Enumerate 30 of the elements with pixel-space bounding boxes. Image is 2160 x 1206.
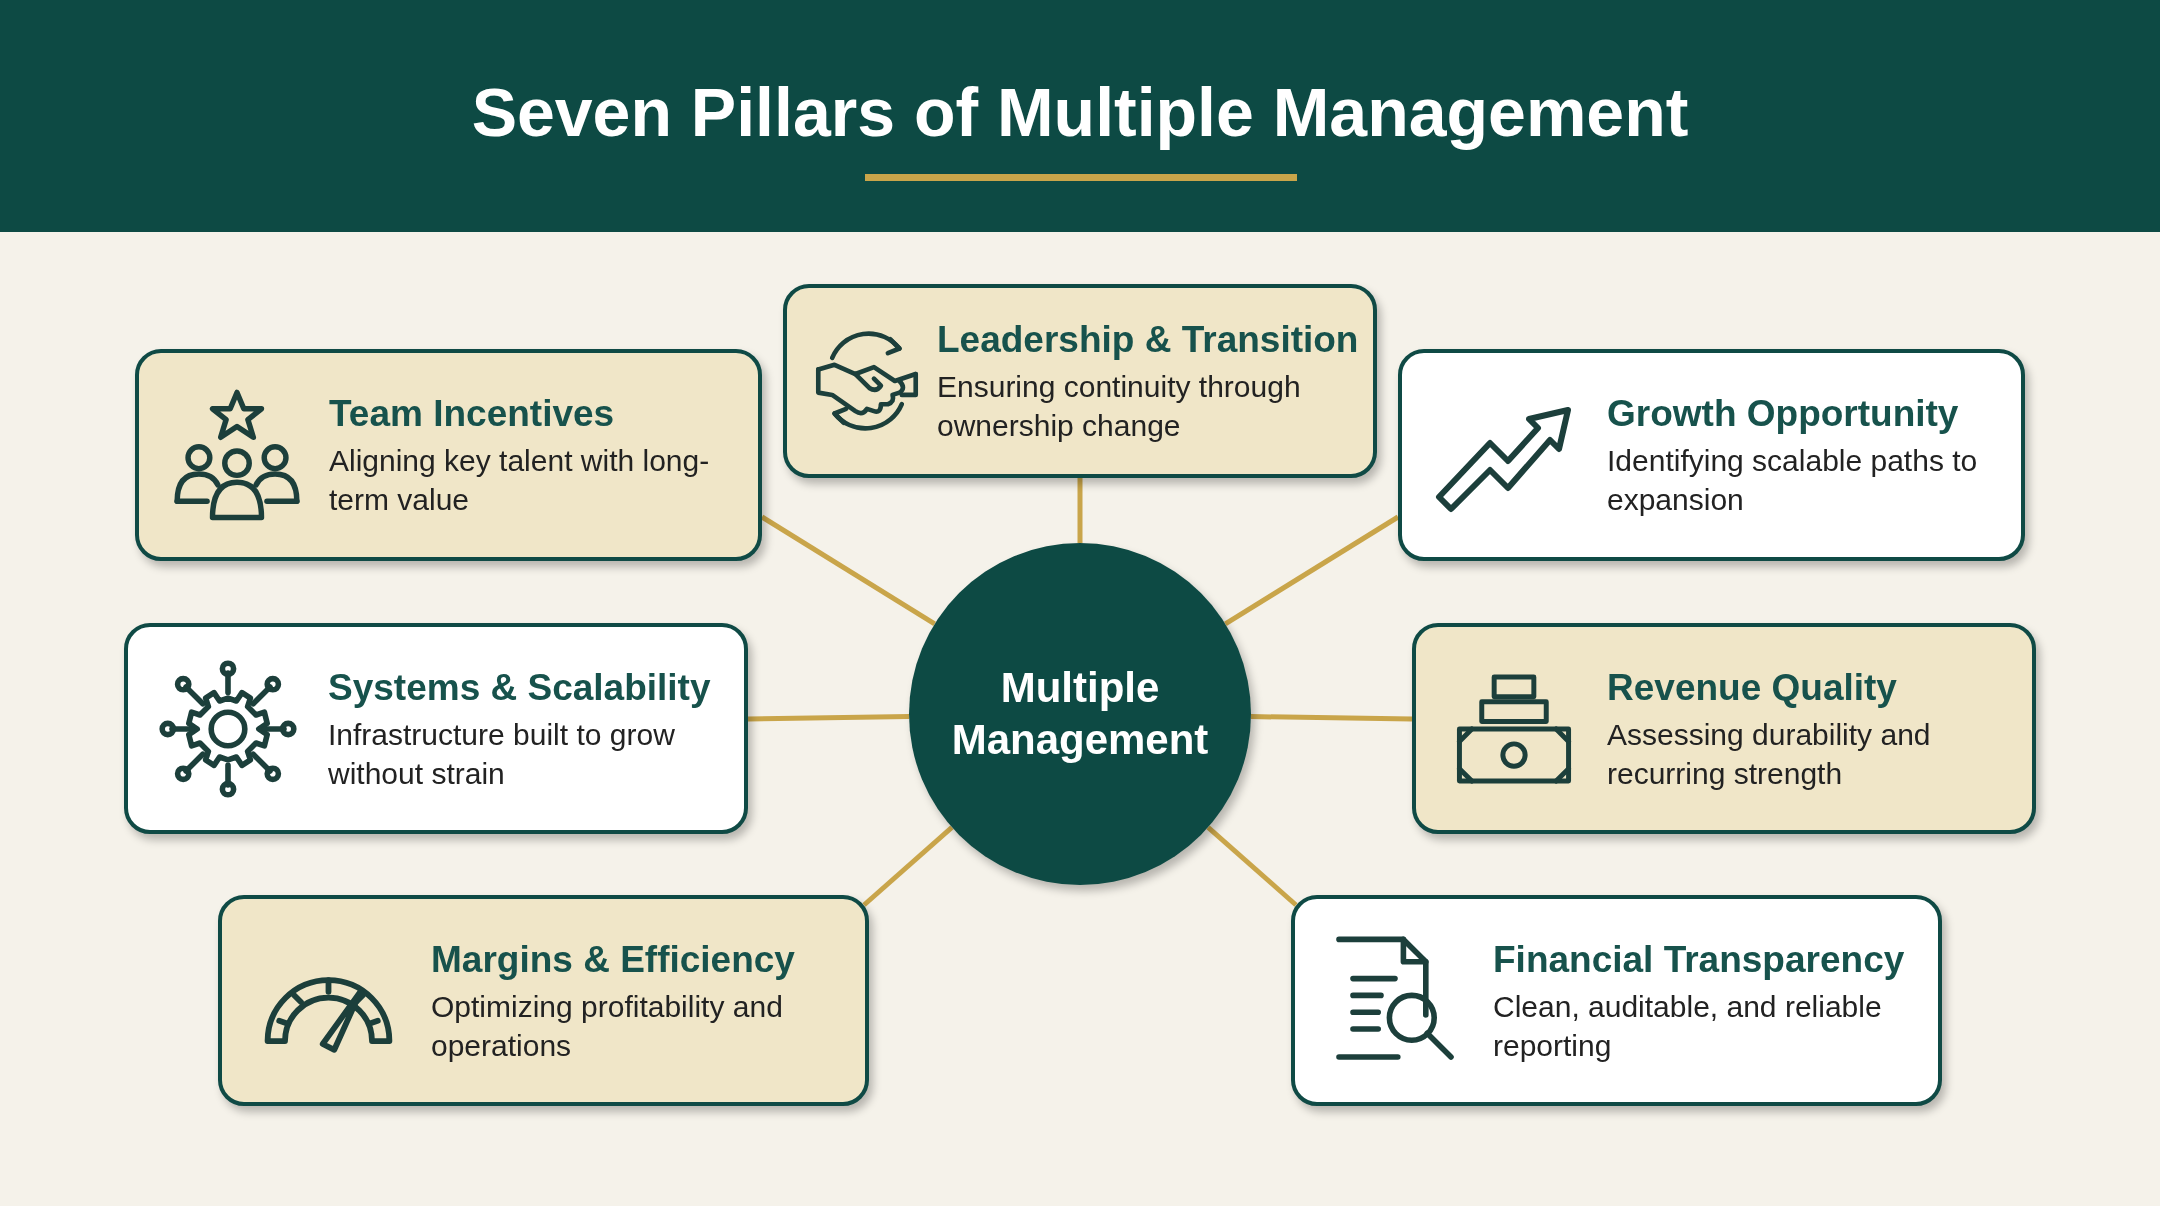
pillar-card (1291, 895, 1942, 1106)
pillar-card (1412, 623, 2036, 834)
connector-line (747, 714, 910, 722)
pillar-description: Assessing durability and recurring strength (1607, 716, 1932, 792)
connector-line (862, 825, 954, 907)
pillar-heading: Margins & Efficiency (431, 937, 796, 982)
connector-line (1077, 478, 1083, 543)
connector-line (760, 514, 936, 627)
pillar-description: Optimizing profitability and operations (431, 988, 784, 1064)
pillar-card (783, 284, 1377, 478)
title: Seven Pillars of Multiple Management (470, 73, 1690, 152)
pillar-description: Ensuring continuity through ownership change (937, 369, 1302, 444)
pillar-heading: Revenue Quality (1607, 665, 1898, 710)
pillar-description: Clean, auditable, and reliable reporting (1493, 988, 1883, 1064)
pillar-card (124, 623, 748, 834)
pillar-description: Aligning key talent with long-term value (329, 443, 711, 518)
pillar-heading: Growth Opportunity (1607, 392, 1960, 436)
pillar-card (135, 349, 762, 561)
pillar-heading: Leadership & Transition (937, 318, 1357, 362)
hub-label: Multiple Management (950, 663, 1210, 765)
pillar-heading: Financial Transparency (1493, 937, 1906, 982)
connector-line (1224, 514, 1400, 627)
pillar-heading: Team Incentives (329, 392, 616, 436)
connector-line (1206, 825, 1298, 907)
pillar-heading: Systems & Scalability (328, 665, 712, 710)
pillar-description: Infrastructure built to grow without strain (328, 716, 676, 792)
connector-line (1250, 714, 1413, 722)
pillar-card (218, 895, 869, 1106)
pillar-card (1398, 349, 2025, 561)
pillar-description: Identifying scalable paths to expansion (1607, 443, 1979, 518)
